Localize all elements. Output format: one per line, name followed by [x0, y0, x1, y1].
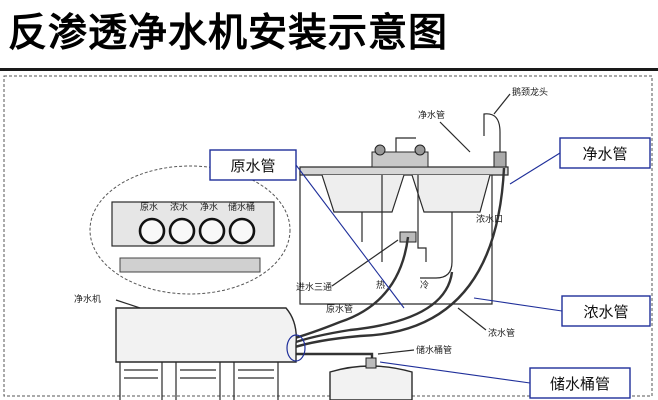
hot-label: 热 [376, 279, 385, 291]
drain-pipe [361, 212, 453, 279]
callout-concentrate-leader [473, 297, 563, 312]
sink [299, 137, 509, 213]
installation-diagram: 原水 浓水 净水 储水桶 鹅颈龙头 净水管 浓水口 进水三通 热 冷 原水管 浓… [3, 75, 653, 400]
supply-pipes [381, 175, 427, 262]
callout-raw-water-text: 原水管 [230, 157, 275, 175]
inset-port-label: 原水 [140, 201, 158, 213]
conc-pipe-label: 浓水管 [488, 327, 515, 339]
diagram-title: 反渗透净水机安装示意图 [8, 11, 449, 56]
inlet-tee-label: 进水三通 [296, 281, 332, 293]
concentrate-hose [289, 271, 454, 346]
callout-pure-water-leader [509, 152, 561, 185]
callout-concentrate-box [561, 295, 651, 327]
frame-border [3, 75, 653, 397]
faucet-label: 鹅颈龙头 [512, 86, 548, 98]
raw-pipe-label: 原水管 [326, 303, 353, 315]
callout-tank-leader [379, 361, 531, 384]
faucet-base [493, 151, 507, 168]
callout-concentrate-text: 浓水管 [583, 303, 628, 321]
inset-port-label: 浓水 [170, 201, 188, 213]
purifier-machine [115, 307, 306, 400]
tank-pipe-label: 储水桶管 [416, 344, 452, 356]
callout-raw-water-box [209, 149, 297, 181]
cold-label: 冷 [420, 279, 429, 291]
callout-raw-water-leader [295, 164, 405, 309]
callout-tank-text: 储水桶管 [550, 375, 610, 393]
inset-port-label: 储水桶 [228, 201, 255, 213]
pure-water-hose [291, 167, 506, 350]
machine-label: 净水机 [74, 293, 101, 305]
inset-port-label: 净水 [200, 201, 218, 213]
raw-water-hose [287, 236, 410, 342]
gooseneck-faucet [483, 113, 501, 167]
port-inset [89, 165, 291, 295]
storage-tank [329, 357, 413, 400]
title-underline [0, 68, 658, 71]
pure-pipe-label: 净水管 [418, 109, 445, 121]
drain-port-label: 浓水口 [476, 213, 503, 225]
callout-pure-water-text: 净水管 [582, 145, 627, 163]
